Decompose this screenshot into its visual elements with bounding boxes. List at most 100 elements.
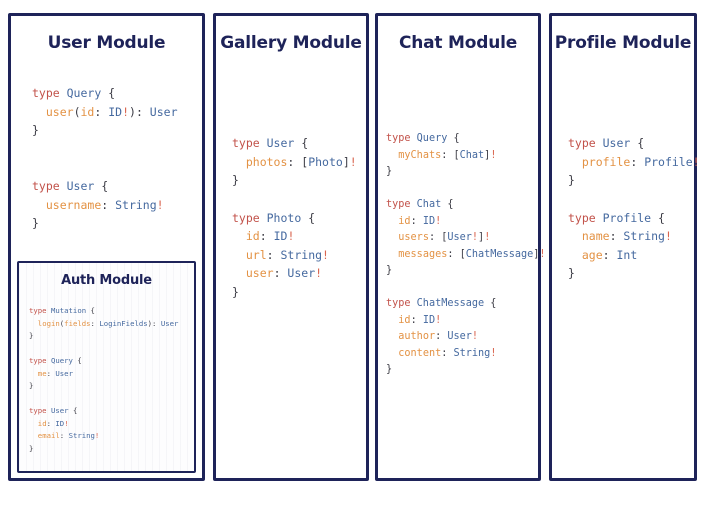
code-token xyxy=(29,319,38,328)
code-token: User xyxy=(266,136,295,150)
code-token: : xyxy=(435,331,448,343)
code-token: type xyxy=(29,406,51,416)
code-token: } xyxy=(568,266,575,281)
module-code-gallery: type User { photos: [Photo]! } type Phot… xyxy=(232,134,357,302)
code-token: User xyxy=(447,331,472,343)
code-token: Query xyxy=(66,86,102,100)
code-token xyxy=(32,105,46,119)
code-token: ): xyxy=(129,104,150,119)
code-token: ( xyxy=(73,104,81,119)
code-token: LoginFields xyxy=(99,318,148,328)
code-token: name xyxy=(581,229,610,244)
code-token: type xyxy=(568,136,603,150)
code-token: : xyxy=(441,347,454,359)
code-token: messages xyxy=(398,248,448,260)
code-token: : xyxy=(90,318,100,328)
code-token: { xyxy=(447,133,460,144)
code-token: ! xyxy=(94,431,100,441)
code-token: { xyxy=(301,210,316,225)
code-token: user xyxy=(245,266,274,281)
code-token: type xyxy=(386,298,417,310)
code-token: fields xyxy=(64,318,91,328)
code-token: { xyxy=(651,210,665,225)
code-token: id xyxy=(80,104,95,119)
code-token: { xyxy=(94,179,109,194)
code-token: ! xyxy=(435,314,442,326)
code-token xyxy=(29,431,38,440)
code-token: Chat xyxy=(416,199,442,211)
code-token: email xyxy=(37,431,60,441)
code-token xyxy=(386,216,398,227)
module-panel-user[interactable]: User Module type Query { user(id: ID!): … xyxy=(8,13,205,481)
code-token: ! xyxy=(122,104,130,119)
code-token: : xyxy=(630,154,645,169)
code-token: ! xyxy=(539,248,546,260)
code-token: ! xyxy=(692,154,700,169)
code-token: me xyxy=(37,368,47,378)
module-title-auth: Auth Module xyxy=(61,273,152,288)
code-token xyxy=(32,198,46,212)
code-token: } xyxy=(568,173,575,188)
code-token: : [ xyxy=(441,149,460,161)
code-token xyxy=(386,150,398,161)
module-panel-gallery[interactable]: Gallery Module type User { photos: [Phot… xyxy=(213,13,369,481)
module-title-chat: Chat Module xyxy=(398,33,518,53)
code-token: String xyxy=(280,247,323,262)
code-token: login xyxy=(37,318,60,328)
code-token: : xyxy=(101,197,116,212)
code-token xyxy=(232,266,246,280)
code-token: ! xyxy=(484,232,491,244)
code-token: photos xyxy=(245,154,288,169)
code-token xyxy=(568,229,582,243)
code-token: : xyxy=(46,368,56,378)
code-token: String xyxy=(68,431,95,441)
code-token: ! xyxy=(490,347,497,359)
module-panel-auth[interactable]: Auth Module type Mutation { login(fields… xyxy=(17,261,196,473)
code-token: : xyxy=(59,431,69,441)
code-token: profile xyxy=(581,154,631,169)
code-token: ( xyxy=(59,318,65,328)
code-token: : xyxy=(410,314,423,326)
code-token: ! xyxy=(64,418,69,428)
code-token: } xyxy=(29,381,34,391)
code-token: ChatMessage xyxy=(416,298,485,310)
code-token: } xyxy=(32,216,39,231)
code-token: author xyxy=(398,331,436,343)
code-token: type xyxy=(568,210,603,225)
code-token: Query xyxy=(50,356,73,366)
module-panel-profile[interactable]: Profile Module type User { profile: Prof… xyxy=(549,13,700,481)
code-token xyxy=(568,155,582,169)
code-token: type xyxy=(232,210,267,225)
code-token: : xyxy=(94,104,109,119)
code-token: ChatMessage xyxy=(465,248,534,260)
code-token: ! xyxy=(287,229,295,244)
module-title-gallery: Gallery Module xyxy=(220,33,362,53)
code-token xyxy=(29,369,38,378)
code-token: type xyxy=(386,133,417,144)
code-token: : xyxy=(259,229,274,244)
code-token: type xyxy=(29,306,51,315)
code-token: ! xyxy=(471,331,479,343)
code-token: ] xyxy=(484,149,491,161)
code-token: User xyxy=(149,104,178,119)
code-token xyxy=(386,331,398,342)
code-token: Int xyxy=(616,247,638,262)
code-token: ID xyxy=(422,215,436,227)
code-token xyxy=(568,248,582,262)
code-token: ] xyxy=(533,248,540,260)
code-token: type xyxy=(232,136,267,150)
code-token: ! xyxy=(322,247,329,262)
module-code-user: type Query { user(id: ID!): User } type … xyxy=(32,84,178,233)
module-code-chat: type Query { myChats: [Chat]! } type Cha… xyxy=(386,131,546,379)
code-token: { xyxy=(86,306,95,315)
code-token: { xyxy=(484,298,497,310)
code-token: : [ xyxy=(428,232,448,244)
code-token: String xyxy=(115,197,157,212)
code-token: Photo xyxy=(266,210,302,225)
code-token: : xyxy=(609,229,624,244)
code-token: age xyxy=(581,247,603,262)
module-panel-chat[interactable]: Chat Module type Query { myChats: [Chat]… xyxy=(375,13,546,481)
code-token: ! xyxy=(435,215,442,227)
code-token: ! xyxy=(664,229,672,244)
code-token: { xyxy=(101,86,116,100)
